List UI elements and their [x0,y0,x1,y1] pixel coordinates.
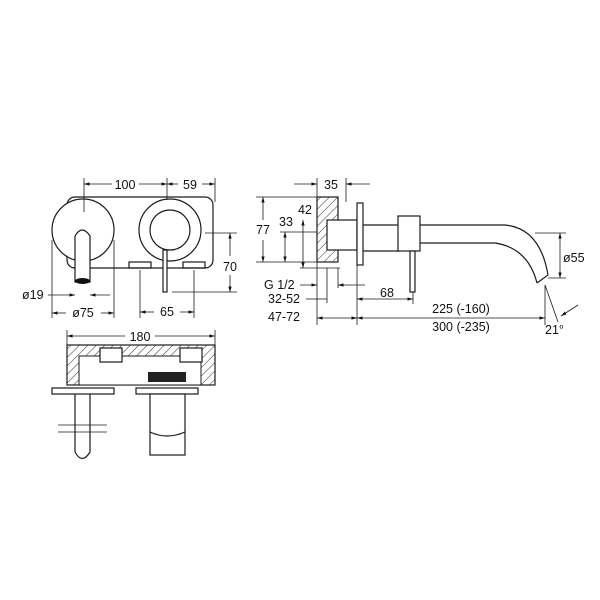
side-view: 35 77 33 42 G 1/2 32-52 68 47- [256,178,585,337]
mount-block-left [128,261,152,269]
section-plate-right [135,387,199,395]
dim-300: 300 (-235) [432,320,490,334]
dim-65: 65 [160,305,174,319]
dim-180: 180 [130,330,151,344]
dim-100: 100 [115,178,136,192]
dim-59: 59 [183,178,197,192]
section-spout [74,394,91,460]
spout-bottom [420,242,538,284]
section-handle [149,393,186,456]
lever-hub [149,209,191,251]
dim-225: 225 (-160) [432,302,490,316]
dim-68: 68 [380,286,394,300]
dim-70: 70 [223,260,237,274]
dim-g-half: G 1/2 [264,278,295,292]
side-plate [356,202,364,266]
side-lever-hub [397,215,421,252]
spout-outlet [75,278,90,284]
dim-o55: ø55 [563,251,585,265]
dim-32-52: 32-52 [268,292,300,306]
front-view: 100 59 70 ø19 ø75 65 [22,178,237,320]
section-block-left [99,347,123,363]
section-view: 180 [51,330,216,460]
spout-top [420,224,549,276]
dim-42: 42 [298,203,312,217]
cartridge-thread [148,372,186,382]
spout [74,229,91,283]
dim-o19: ø19 [22,288,44,302]
dim-o75: ø75 [72,306,94,320]
lever-handle [162,249,168,293]
dim-47-72: 47-72 [268,310,300,324]
side-lever [409,250,416,293]
mount-block-right [182,261,206,269]
lever-rosette [138,198,202,262]
dim-77: 77 [256,223,270,237]
dim-33: 33 [279,215,293,229]
section-plate-left [51,387,115,395]
section-block-right [179,347,203,363]
dim-35: 35 [324,178,338,192]
side-body [326,219,358,251]
dim-21-deg: 21° [545,323,564,337]
